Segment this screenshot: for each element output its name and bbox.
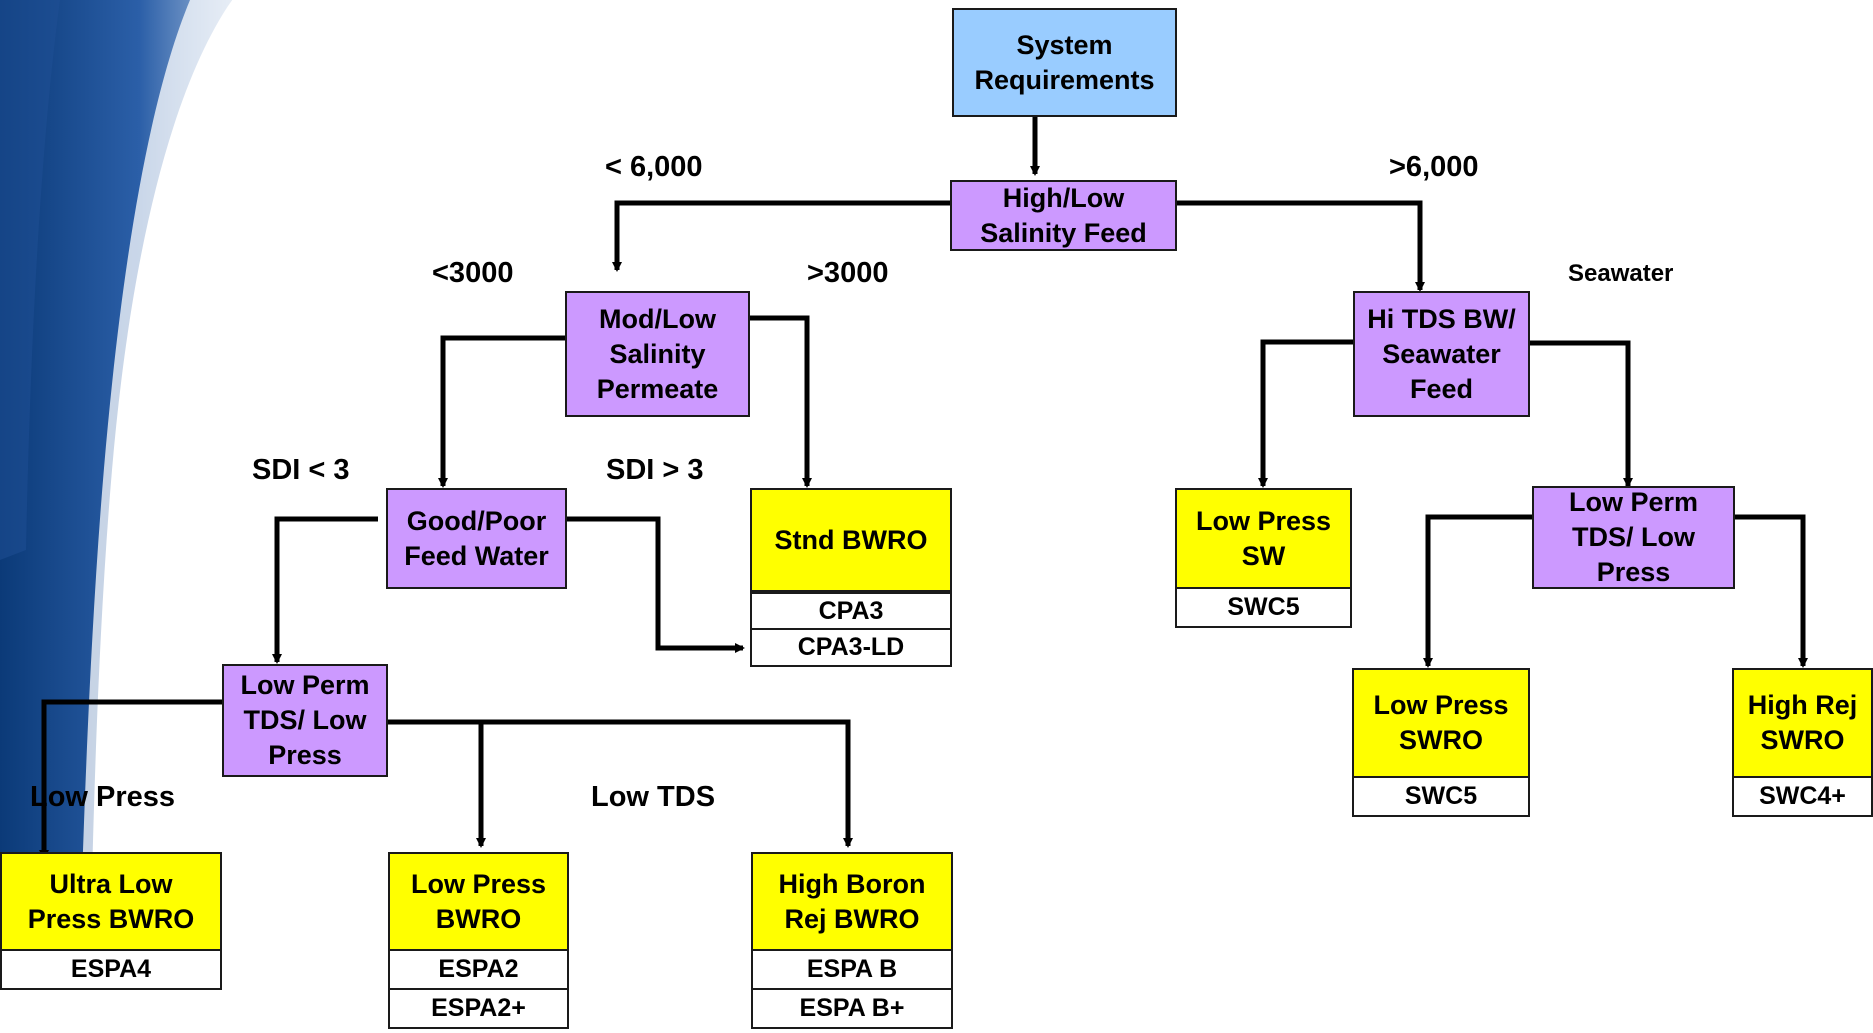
node-high-rej-swro: High Rej SWRO [1732,668,1873,778]
node-hi-tds-seawater: Hi TDS BW/ Seawater Feed [1353,291,1530,417]
node-good-poor-feed: Good/Poor Feed Water [386,488,567,589]
product-espa2-plus: ESPA2+ [388,988,569,1029]
edge-label-lt-6000: < 6,000 [605,150,703,184]
node-system-requirements: System Requirements [952,8,1177,117]
product-swc4-plus: SWC4+ [1732,776,1873,817]
arrow-hitds-to-lowpresssw [1263,342,1353,486]
node-mod-low-permeate: Mod/Low Salinity Permeate [565,291,750,417]
edge-label-low-press: Low Press [30,780,175,814]
node-low-press-bwro: Low Press BWRO [388,852,569,951]
edge-label-gt-6000: >6,000 [1389,150,1479,184]
product-espa4: ESPA4 [0,949,222,990]
arrow-lowperm-left-to-lowpressbwro [388,722,481,846]
arrow-lowperm-right-to-lowpressswro [1428,517,1532,666]
node-salinity-feed: High/Low Salinity Feed [950,180,1177,251]
arrow-modlow-to-goodpoor [443,338,565,486]
edge-label-low-tds: Low TDS [591,780,715,814]
arrow-goodpoor-to-lowperm-left [277,519,378,662]
product-cpa3: CPA3 [750,592,952,630]
product-swc5: SWC5 [1175,587,1352,628]
node-ultra-low-press-bwro: Ultra Low Press BWRO [0,852,222,951]
product-espa-b: ESPA B [751,949,953,990]
node-low-perm-left: Low Perm TDS/ Low Press [222,664,388,777]
node-high-boron-rej-bwro: High Boron Rej BWRO [751,852,953,951]
arrow-goodpoor-to-cpa3ld [567,519,743,648]
product-cpa3-ld: CPA3-LD [750,628,952,667]
node-low-press-sw: Low Press SW [1175,488,1352,589]
arrow-lowperm-right-to-highrej [1735,517,1803,666]
node-low-perm-right: Low Perm TDS/ Low Press [1532,486,1735,589]
product-swc5: SWC5 [1352,776,1530,817]
product-espa2: ESPA2 [388,949,569,990]
edge-label-lt-3000: <3000 [432,256,513,290]
node-low-press-swro: Low Press SWRO [1352,668,1530,778]
product-espa-b-plus: ESPA B+ [751,988,953,1029]
arrow-modlow-to-stnd [750,318,807,486]
arrow-salinity-to-modlow [617,203,950,270]
edge-label-gt-3000: >3000 [807,256,888,290]
edge-label-seawater: Seawater [1568,257,1673,291]
arrow-salinity-to-hitds [1177,203,1420,290]
arrow-hitds-to-lowperm-right [1530,343,1628,486]
edge-label-sdi-lt-3: SDI < 3 [252,453,350,487]
node-stnd-bwro: Stnd BWRO [750,488,952,592]
edge-label-sdi-gt-3: SDI > 3 [606,453,704,487]
